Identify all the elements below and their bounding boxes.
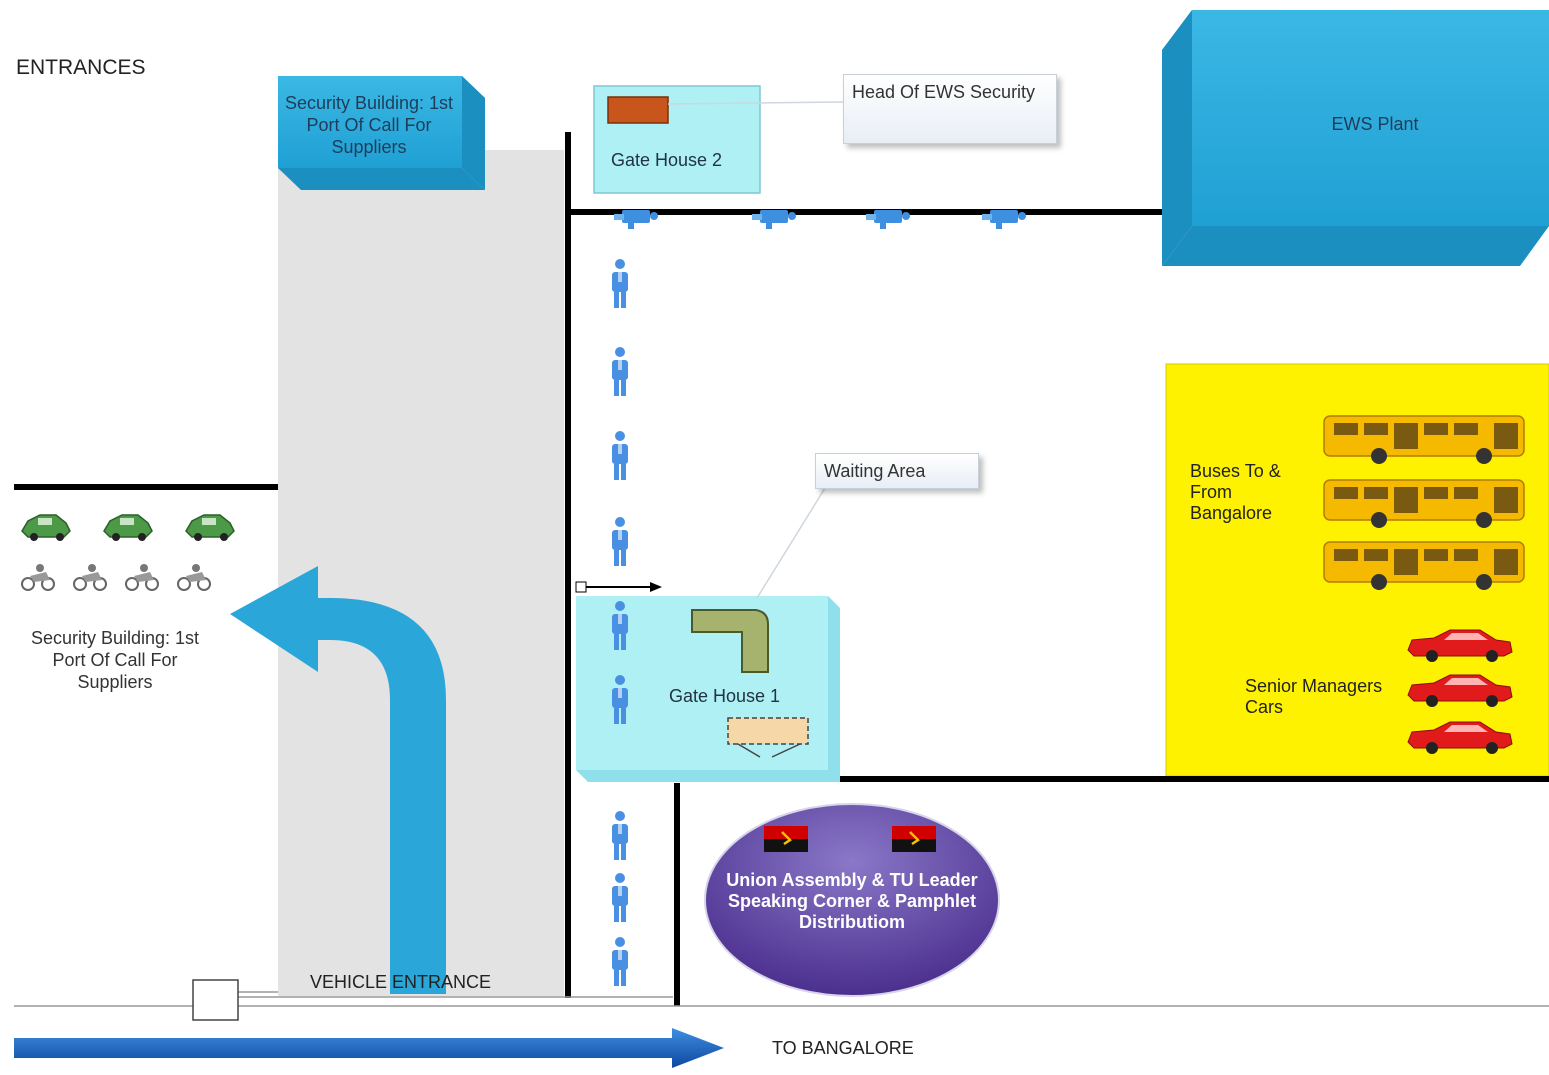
security-building-top [278, 76, 485, 190]
motorbike-icon [73, 563, 107, 591]
security-guard-icon [612, 811, 628, 860]
head-of-security-callout: Head Of EWS Security [843, 74, 1057, 144]
security-building-top-label: Security Building: 1st Port Of Call For … [284, 93, 454, 157]
to-bangalore-arrow [14, 1028, 724, 1068]
security-guard-icon [612, 937, 628, 986]
green-car-icon [21, 514, 71, 542]
union-assembly-label: Union Assembly & TU Leader Speaking Corn… [726, 870, 978, 932]
waiting-area-callout: Waiting Area [815, 453, 979, 489]
angola-flag-icon [762, 824, 810, 854]
to-bangalore-label: TO BANGALORE [772, 1038, 914, 1058]
green-car-icon [103, 514, 153, 542]
entrance-direction-arrow [230, 566, 446, 994]
ews-plant-label: EWS Plant [1331, 114, 1419, 134]
security-guard-icon [612, 259, 628, 308]
gate-house-2-label: Gate House 2 [611, 150, 723, 170]
gate-house-1-label: Gate House 1 [669, 686, 781, 706]
desk-icon [607, 96, 669, 124]
buses-label: Buses To & From Bangalore [1190, 461, 1281, 523]
senior-managers-cars-label: Senior Managers Cars [1245, 676, 1383, 717]
waiting-callout-line [756, 479, 831, 599]
security-guard-icon [612, 347, 628, 396]
desk-icon [727, 717, 809, 758]
entrances-title: ENTRANCES [16, 56, 146, 79]
motorbike-icon [21, 563, 55, 591]
security-building-left-label: Security Building: 1st Port Of Call For … [30, 628, 200, 692]
sofa-icon [691, 609, 769, 673]
perimeter-fences [14, 132, 1549, 1006]
head-callout-line [667, 101, 844, 105]
gate-arrow [575, 581, 662, 593]
angola-flag-icon [890, 824, 938, 854]
vehicle-entrance-label: VEHICLE ENTRANCE [310, 972, 492, 992]
barrier-booth [192, 979, 239, 1021]
motorbike-icon [177, 563, 211, 591]
security-guard-icon [612, 431, 628, 480]
green-car-icon [185, 514, 235, 542]
ews-plant-building [1162, 10, 1549, 266]
security-guard-icon [612, 873, 628, 922]
motorbike-icon [125, 563, 159, 591]
security-guard-icon [612, 517, 628, 566]
